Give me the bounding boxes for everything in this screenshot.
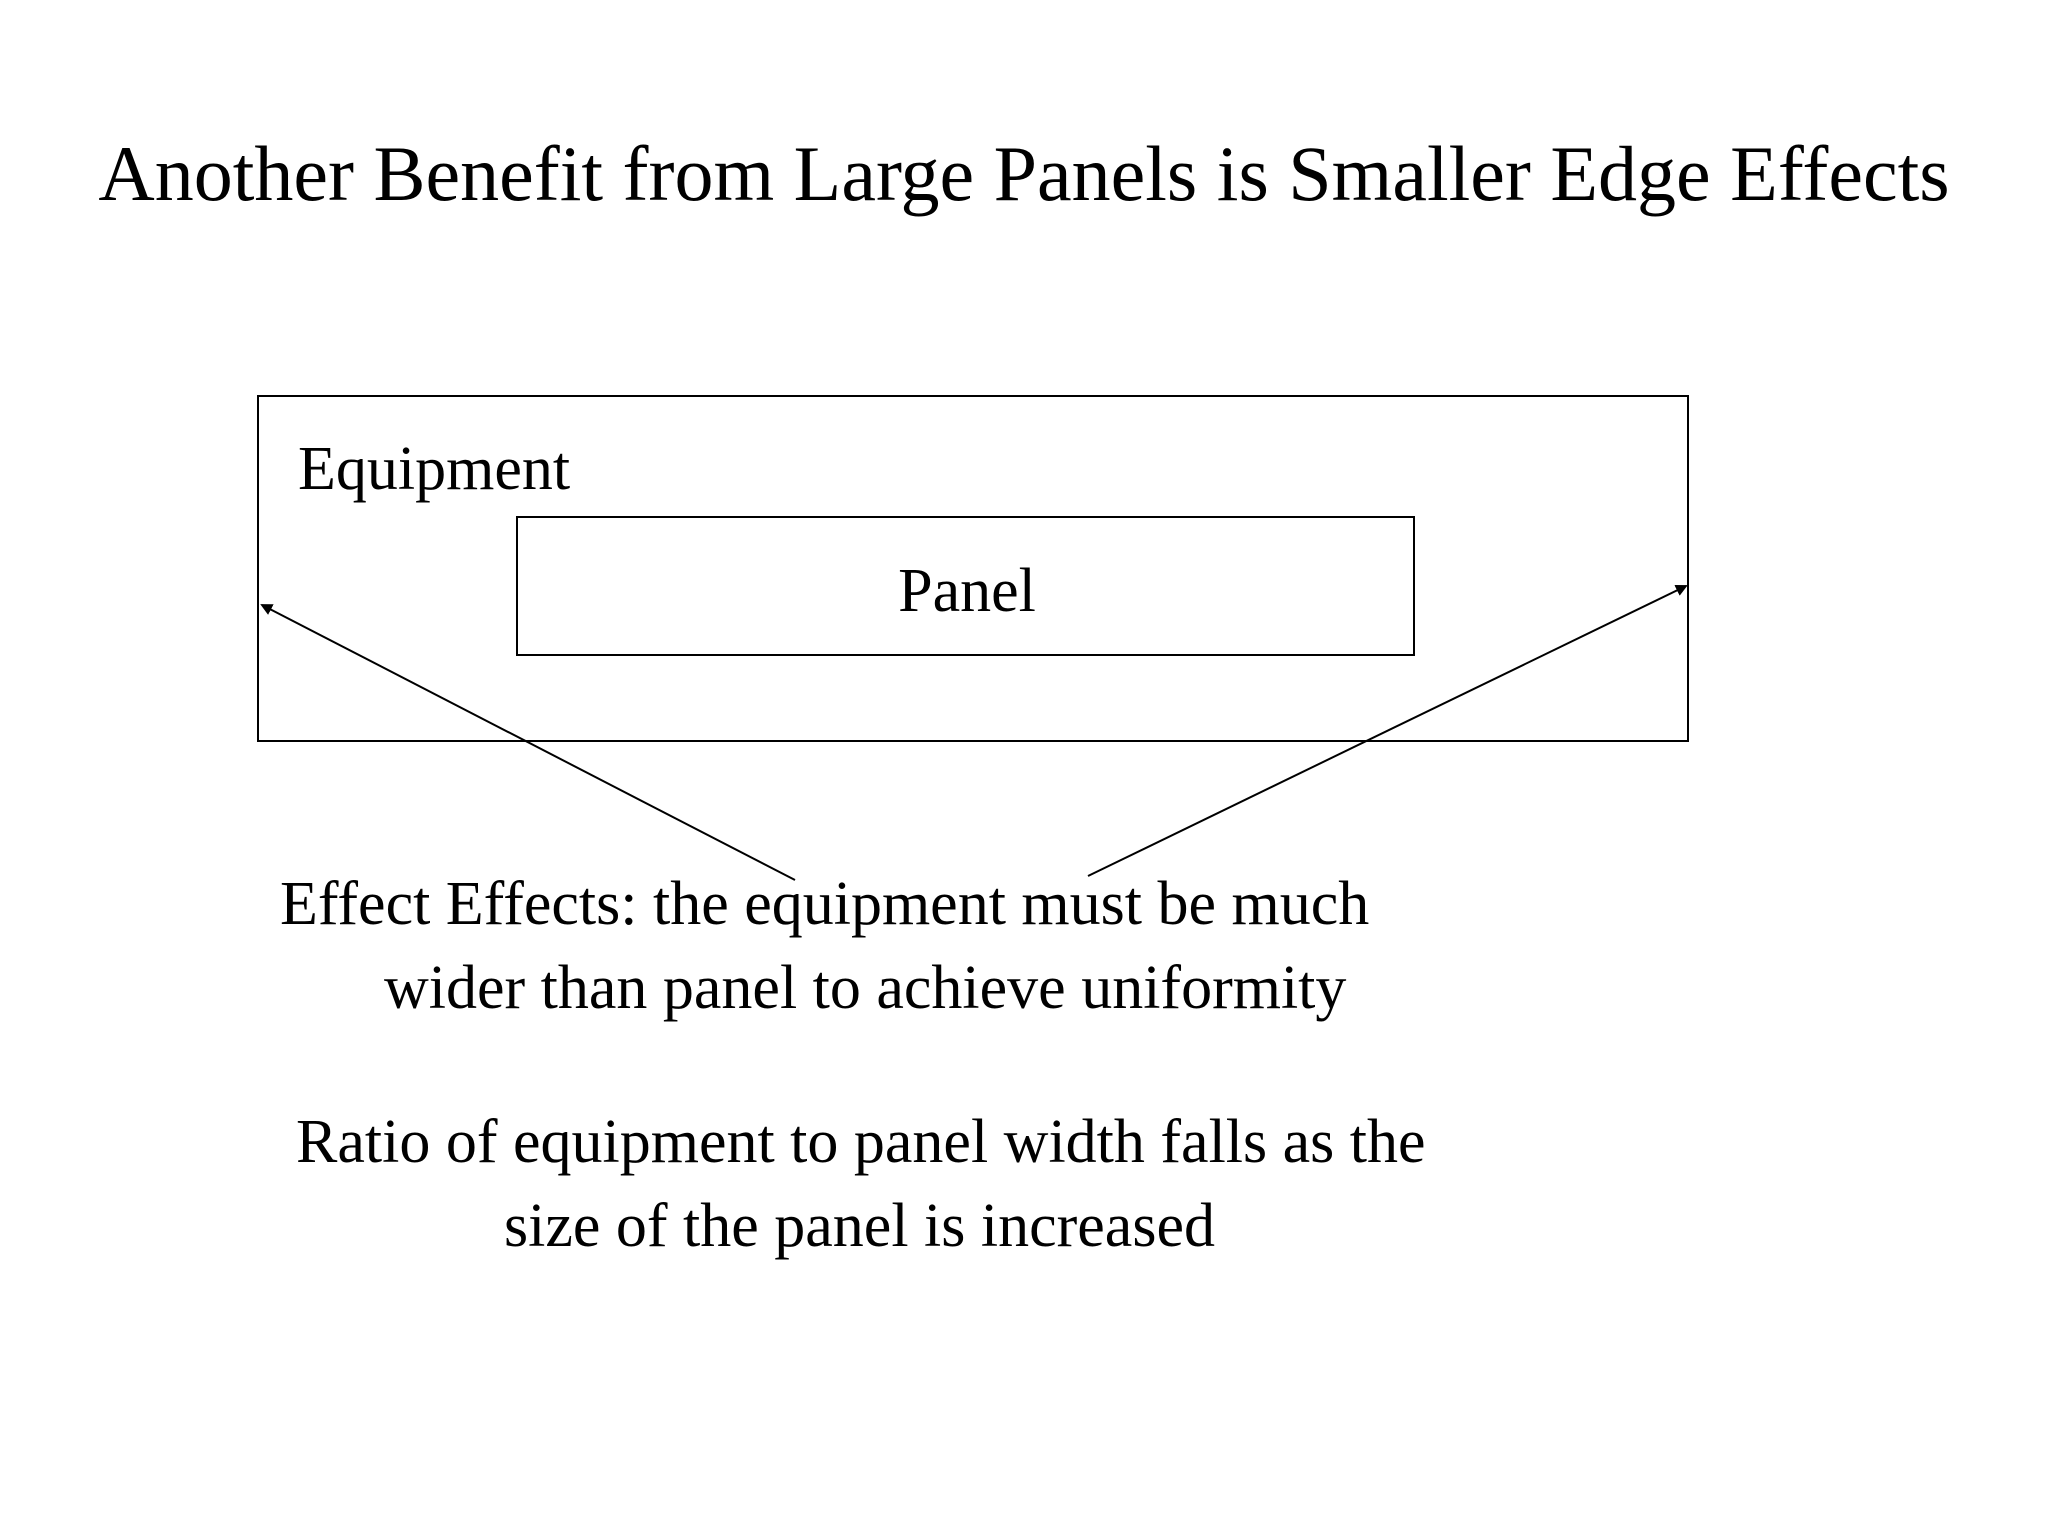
edge-effects-caption: Effect Effects: the equipment must be mu… [240,862,1540,1030]
panel-box [516,516,1415,656]
slide-title: Another Benefit from Large Panels is Sma… [98,130,1950,217]
equipment-label: Equipment [298,435,571,503]
panel-label: Panel [898,557,1036,625]
right-edge-arrow [1087,584,1688,877]
ratio-caption-line1: Ratio of equipment to panel width falls … [296,1108,1426,1176]
ratio-caption: Ratio of equipment to panel width falls … [240,1100,1540,1268]
equipment-box [257,395,1689,742]
ratio-caption-line2: size of the panel is increased [504,1192,1215,1260]
edge-effects-caption-line2: wider than panel to achieve uniformity [384,954,1347,1022]
left-edge-arrow [260,604,796,881]
edge-effects-caption-line1: Effect Effects: the equipment must be mu… [280,870,1370,938]
